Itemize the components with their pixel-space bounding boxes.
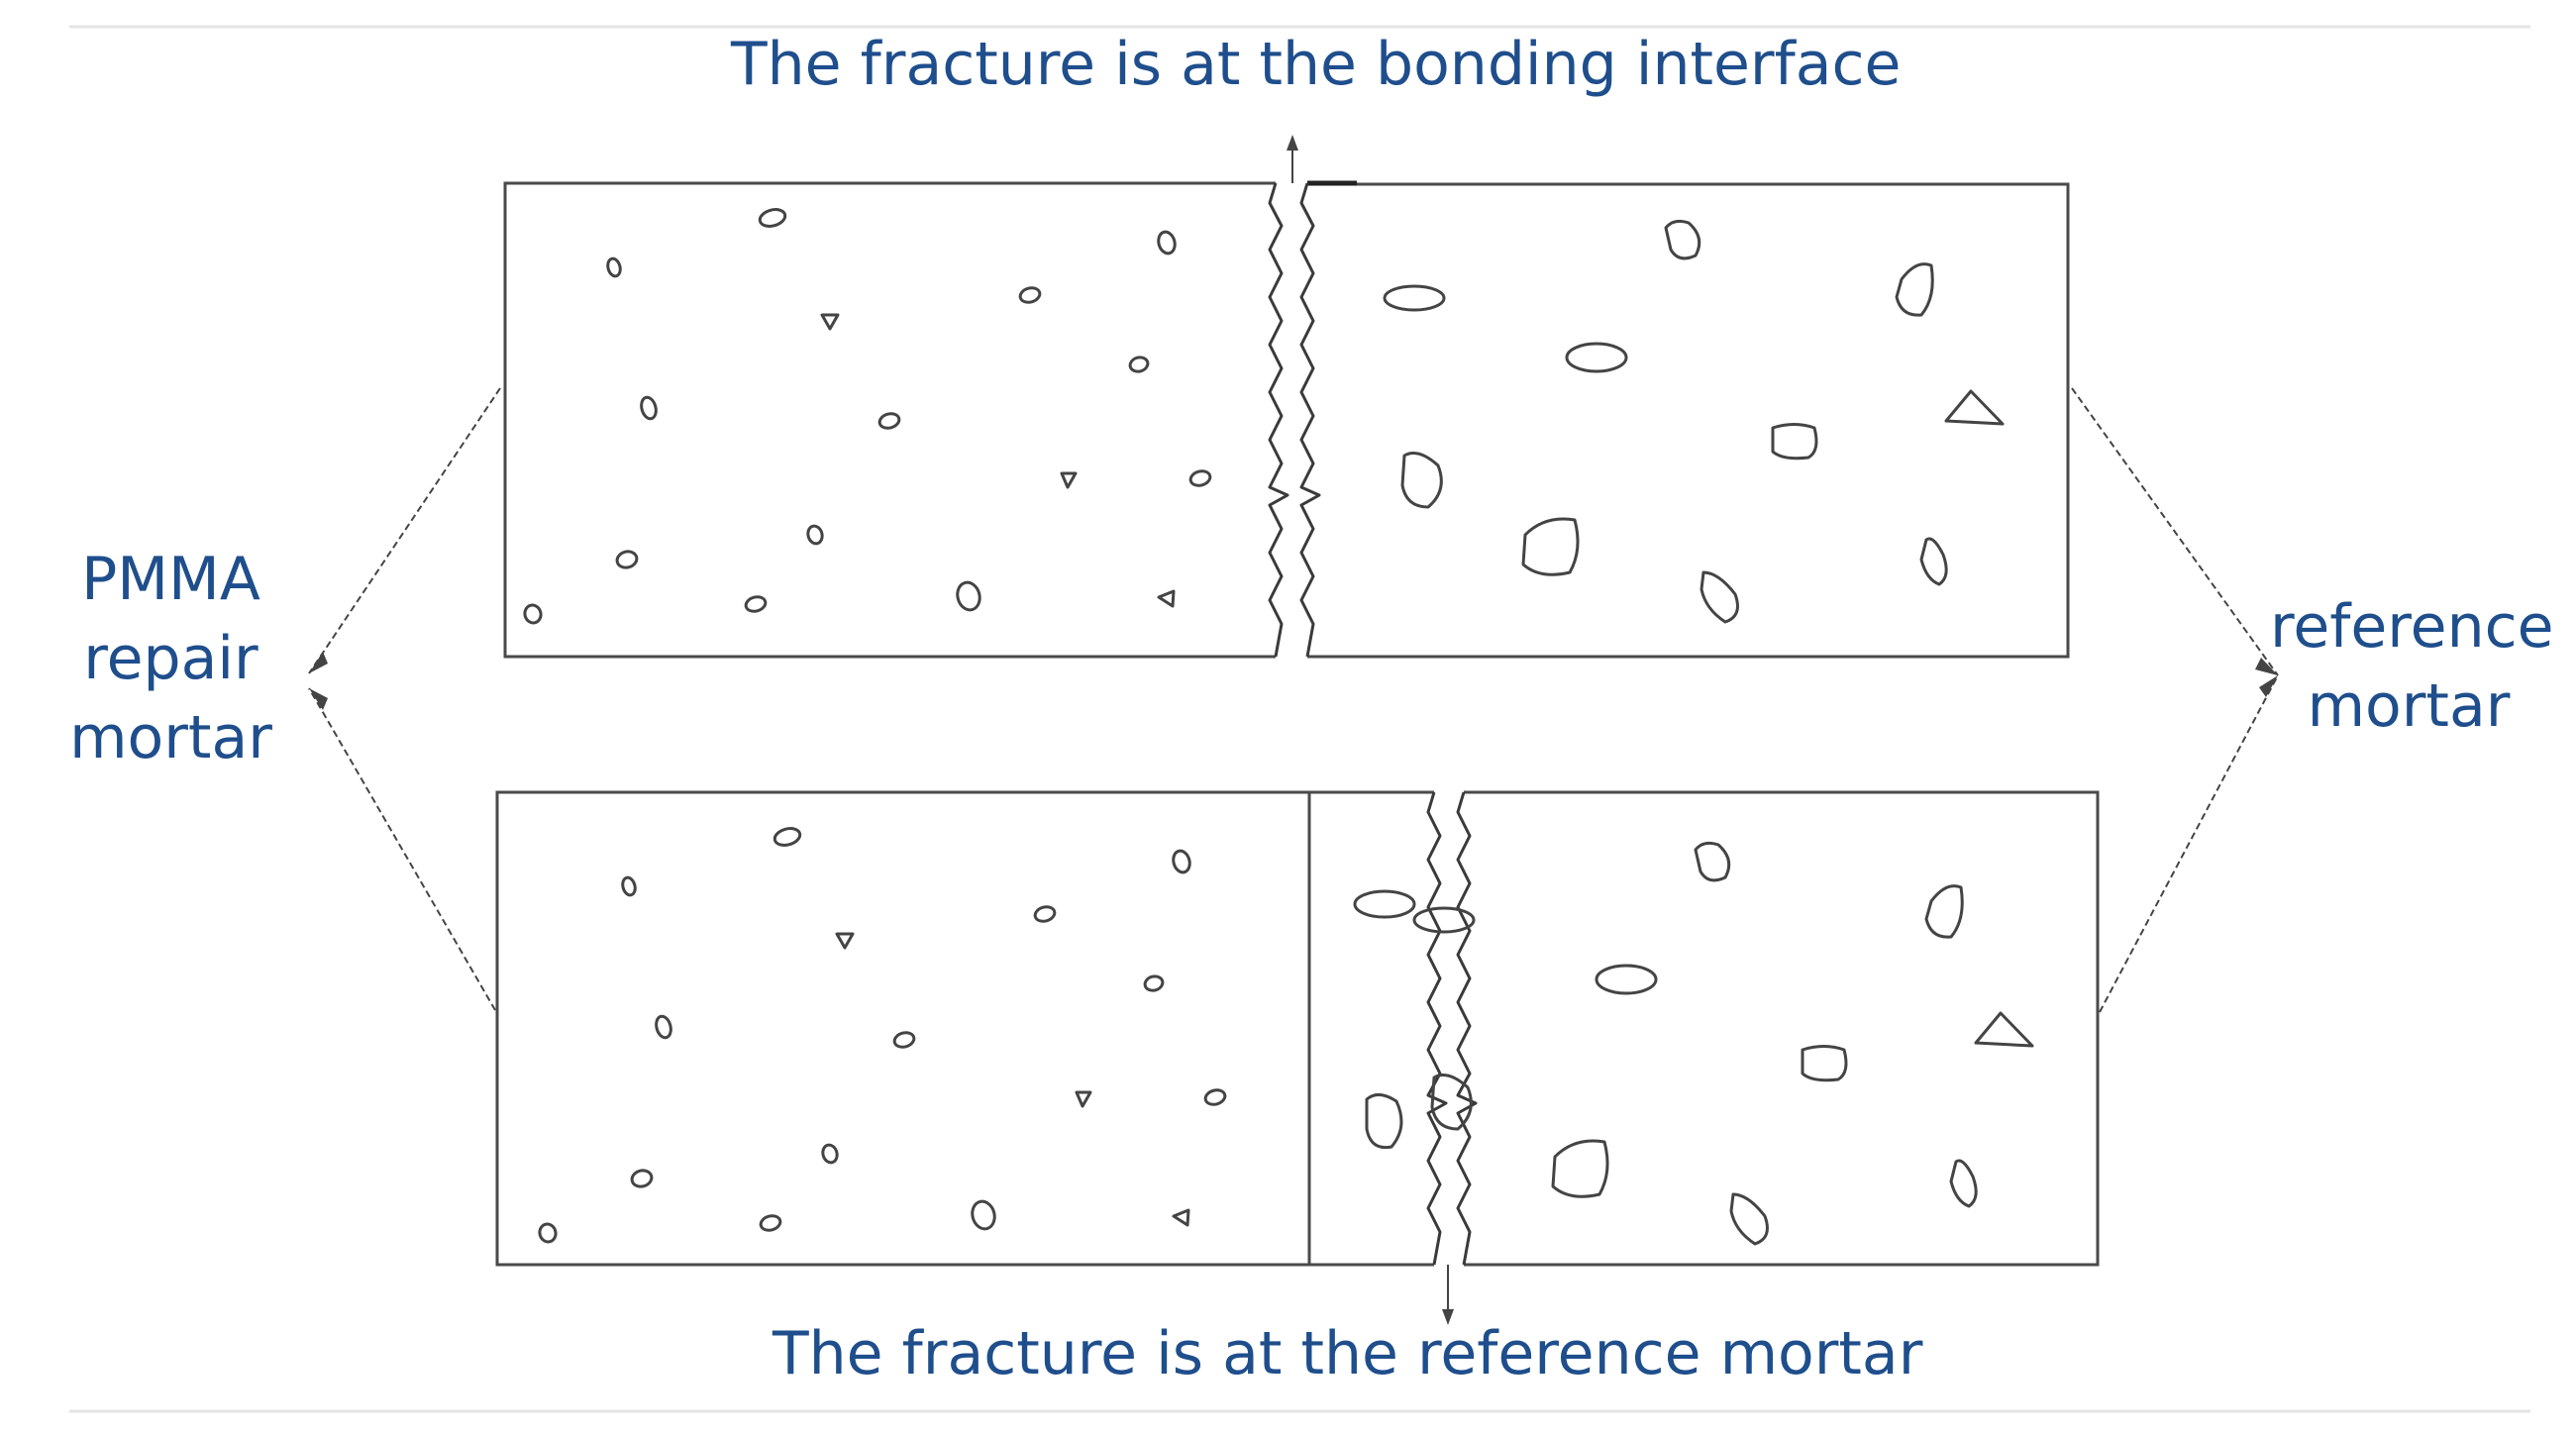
- large-aggregate: [1694, 841, 1731, 882]
- small-aggregate: [1033, 905, 1057, 923]
- small-aggregate: [1172, 1208, 1190, 1227]
- right-label-line-1: reference: [2270, 592, 2554, 662]
- left-label: PMMA repair mortar: [50, 540, 292, 777]
- small-aggregate: [615, 550, 639, 569]
- top-pmma-block: [503, 181, 1276, 659]
- large-aggregate: [1595, 964, 1658, 995]
- right-label-line-2: mortar: [2307, 671, 2511, 741]
- large-aggregate: [1729, 1192, 1769, 1246]
- bottom-crack-left-edge: [1426, 791, 1448, 1266]
- small-aggregate: [621, 875, 637, 897]
- aggregate-particles: [523, 208, 2034, 1246]
- small-aggregate: [971, 1199, 996, 1231]
- large-aggregate: [1700, 570, 1739, 624]
- top-crack-left-edge: [1268, 182, 1289, 658]
- large-aggregate: [1353, 889, 1416, 919]
- top-reference-block: [1307, 182, 2070, 659]
- small-aggregate: [1157, 589, 1176, 608]
- small-aggregate: [820, 313, 840, 331]
- left-label-line-1: PMMA: [81, 545, 260, 614]
- large-aggregate: [1895, 262, 1934, 317]
- large-aggregate: [1551, 1139, 1609, 1198]
- large-aggregate: [1412, 906, 1476, 934]
- large-aggregate: [1664, 219, 1701, 260]
- top-specimen: [503, 135, 2070, 659]
- bottom-caption: The fracture is at the reference mortar: [773, 1319, 1923, 1388]
- large-aggregate: [1919, 537, 1948, 586]
- small-aggregate: [759, 1214, 782, 1232]
- small-aggregate: [1172, 849, 1191, 874]
- large-aggregate: [1771, 423, 1818, 461]
- small-aggregate: [523, 603, 543, 625]
- small-aggregate: [1075, 1090, 1092, 1108]
- large-aggregate: [1383, 284, 1446, 312]
- large-aggregate: [1565, 342, 1628, 373]
- large-aggregate: [1944, 389, 2005, 426]
- large-aggregate: [1974, 1011, 2034, 1048]
- top-caption-arrow: [1287, 135, 1298, 183]
- bottom-caption-arrow: [1442, 1265, 1454, 1325]
- small-aggregate: [956, 580, 981, 612]
- right-label: reference mortar: [2270, 587, 2554, 746]
- large-aggregate: [1521, 517, 1580, 576]
- bottom-specimen: [495, 790, 2100, 1325]
- bottom-reference-block: [1464, 790, 2100, 1267]
- small-aggregate: [538, 1222, 558, 1244]
- top-caption: The fracture is at the bonding interface: [731, 30, 1902, 99]
- large-aggregate: [1949, 1159, 1978, 1208]
- left-label-line-2: repair: [83, 624, 258, 693]
- small-aggregate: [744, 595, 768, 613]
- left-label-leaders: [308, 387, 501, 1011]
- small-aggregate: [606, 256, 622, 278]
- left-label-line-3: mortar: [69, 703, 272, 772]
- small-aggregate: [1128, 356, 1150, 373]
- bottom-pmma-block: [495, 790, 1434, 1267]
- small-aggregate: [630, 1169, 654, 1188]
- large-aggregate: [1924, 884, 1964, 939]
- small-aggregate: [655, 1014, 672, 1040]
- large-aggregate: [1365, 1093, 1403, 1150]
- small-aggregate: [758, 208, 787, 228]
- small-aggregate: [1143, 974, 1165, 992]
- small-aggregate: [877, 412, 901, 430]
- small-aggregate: [773, 827, 802, 847]
- top-crack-right-edge: [1299, 182, 1321, 658]
- large-aggregate: [1801, 1045, 1848, 1082]
- small-aggregate: [1188, 469, 1212, 487]
- small-aggregate: [1157, 230, 1177, 256]
- small-aggregate: [892, 1031, 916, 1049]
- large-aggregate: [1400, 452, 1443, 509]
- small-aggregate: [1018, 286, 1042, 304]
- small-aggregate: [640, 395, 658, 421]
- large-aggregate: [1430, 1074, 1473, 1131]
- small-aggregate: [835, 932, 855, 950]
- small-aggregate: [806, 524, 824, 546]
- bottom-crack-right-edge: [1456, 791, 1478, 1266]
- small-aggregate: [1203, 1088, 1227, 1106]
- small-aggregate: [1060, 471, 1078, 489]
- small-aggregate: [821, 1143, 839, 1165]
- right-label-leaders: [2071, 387, 2279, 1013]
